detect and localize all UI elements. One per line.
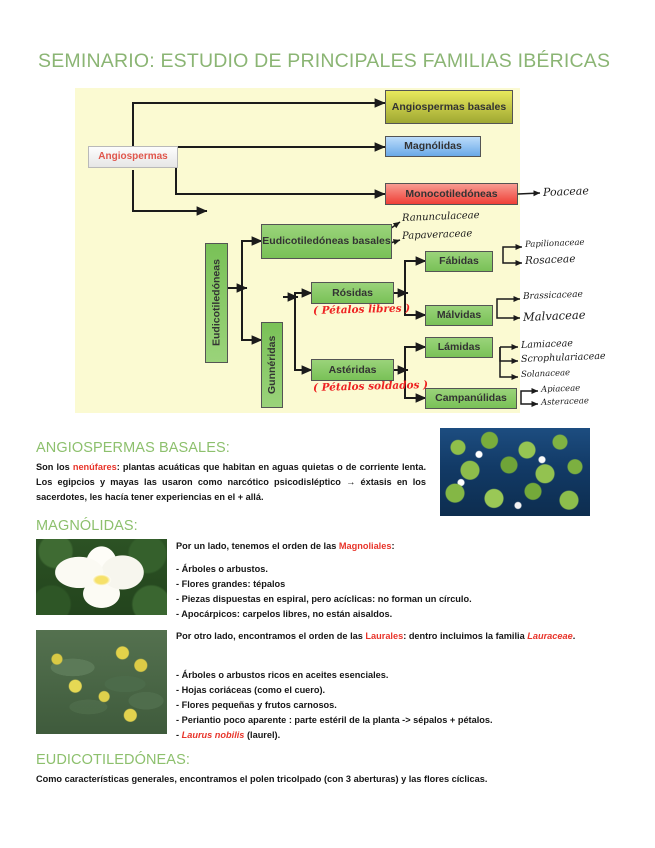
handwritten-solanaceae: Solanaceae xyxy=(520,368,571,380)
text-pre: - xyxy=(176,730,182,740)
text-post: (laurel). xyxy=(244,730,281,740)
laurales-bullet-0: - Árboles o arbustos ricos en aceites es… xyxy=(176,670,389,680)
node-fabidas[interactable]: Fábidas xyxy=(425,251,493,272)
handwritten-brassicaceae: Brassicaceae xyxy=(522,289,584,302)
text-italic-lauraceae: Lauraceae xyxy=(527,631,573,641)
section-body-angiospermas-basales: Son los nenúfares: plantas acuáticas que… xyxy=(36,460,426,505)
handwritten-apiaceae: Apiaceae xyxy=(540,383,581,395)
text-post: : xyxy=(391,541,395,551)
magnoliales-bullet-0: - Árboles o arbustos. xyxy=(176,564,268,574)
section-heading-angiospermas-basales: ANGIOSPERMAS BASALES: xyxy=(36,440,230,456)
handwritten-malvaceae: Malvaceae xyxy=(522,307,586,324)
text-pre: Por otro lado, encontramos el orden de l… xyxy=(176,631,366,641)
text-post: : plantas acuáticas que habitan en aguas… xyxy=(36,462,426,502)
laurales-intro: Por otro lado, encontramos el orden de l… xyxy=(176,629,588,644)
node-gunneridas[interactable]: Gunnéridas xyxy=(261,322,283,408)
magnoliales-bullet-1: - Flores grandes: tépalos xyxy=(176,579,286,589)
laurales-bullet-4: - Laurus nobilis (laurel). xyxy=(176,728,588,743)
laurales-bullet-3: - Periantio poco aparente : parte estéri… xyxy=(176,715,493,725)
text-post: . xyxy=(572,631,576,641)
node-eudicotiledoneas-basales[interactable]: Eudicotiledóneas basales xyxy=(261,224,392,259)
text-pre: Por un lado, tenemos el orden de las xyxy=(176,541,339,551)
text-italic-laurus-nobilis: Laurus nobilis xyxy=(181,730,245,740)
laurales-bullet-1: - Hojas coriáceas (como el cuero). xyxy=(176,685,326,695)
node-angiospermas[interactable]: Angiospermas xyxy=(88,146,178,168)
handwritten-scrophulariaceae: Scrophulariaceae xyxy=(520,350,606,365)
note-petalos-libres: ( Pétalos libres ) xyxy=(312,302,411,317)
handwritten-asteraceae: Asteraceae xyxy=(540,396,590,408)
node-monocotiledoneas[interactable]: Monocotiledóneas xyxy=(385,183,518,205)
node-campanulidas[interactable]: Campanúlidas xyxy=(425,388,517,409)
text-mid: : dentro incluimos la familia xyxy=(403,631,528,641)
magnoliales-intro: Por un lado, tenemos el orden de las Mag… xyxy=(176,539,588,554)
text-highlight-nenufares: nenúfares xyxy=(72,462,117,472)
handwritten-lamiaceae: Lamiaceae xyxy=(520,338,574,351)
magnoliales-bullet-2: - Piezas dispuestas en espiral, pero ací… xyxy=(176,594,472,604)
node-lamidas[interactable]: Lámidas xyxy=(425,337,493,358)
text-highlight-magnoliales: Magnoliales xyxy=(338,541,392,551)
node-angiospermas-basales[interactable]: Angiospermas basales xyxy=(385,90,513,124)
section-body-eudicotiledoneas: Como características generales, encontra… xyxy=(36,774,488,784)
text-highlight-laurales: Laurales xyxy=(365,631,404,641)
magnoliales-bullet-3: - Apocárpicos: carpelos libres, no están… xyxy=(176,609,393,619)
laurel-branch-photo xyxy=(36,630,167,734)
handwritten-rosaceae: Rosaceae xyxy=(524,253,576,267)
laurales-bullet-2: - Flores pequeñas y frutos carnosos. xyxy=(176,700,337,710)
node-rosidas[interactable]: Rósidas xyxy=(311,282,394,304)
node-asteridas[interactable]: Astéridas xyxy=(311,359,394,381)
magnolia-flower-photo xyxy=(36,539,167,615)
water-lily-pond-photo xyxy=(440,428,590,516)
handwritten-papilionaceae: Papilionaceae xyxy=(524,237,585,250)
section-heading-eudicotiledoneas: EUDICOTILEDÓNEAS: xyxy=(36,752,190,768)
handwritten-poaceae: Poaceae xyxy=(542,184,590,199)
page-title: SEMINARIO: ESTUDIO DE PRINCIPALES FAMILI… xyxy=(38,50,611,72)
node-magnolidas[interactable]: Magnólidas xyxy=(385,136,481,157)
node-eudicotiledoneas[interactable]: Eudicotiledóneas xyxy=(205,243,228,363)
text-pre: Son los xyxy=(36,462,73,472)
node-malvidas[interactable]: Málvidas xyxy=(425,305,493,326)
section-heading-magnolidas: MAGNÓLIDAS: xyxy=(36,518,138,534)
